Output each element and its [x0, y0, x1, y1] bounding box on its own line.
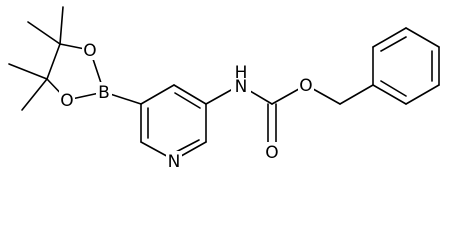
oxygen-ring-top-label: O [83, 41, 96, 61]
pyridine-nitrogen-label: N [168, 152, 181, 172]
amine-hydrogen-label: H [235, 63, 248, 83]
boron-label: B [98, 83, 110, 103]
carbonyl-oxygen-label: O [265, 143, 278, 163]
amine-nitrogen-label: N [235, 77, 248, 97]
oxygen-ring-bottom-label: O [60, 91, 73, 111]
methyl-bonds [8, 6, 64, 111]
label-masks [59, 40, 314, 171]
pyridine-ring-bonds [140, 84, 207, 161]
ester-oxygen-label: O [299, 76, 312, 96]
structure-drawing: O O B N H N O O [8, 6, 440, 172]
benzene-ring-bonds [372, 27, 440, 105]
atom-labels: O O B N H N O O [60, 41, 312, 172]
chemical-structure: O O B N H N O O [8, 6, 440, 172]
